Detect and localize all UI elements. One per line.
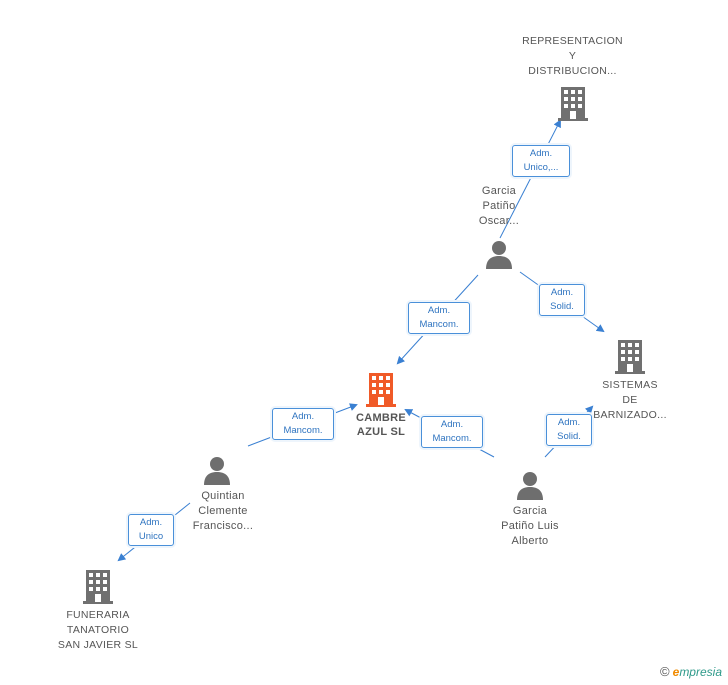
edge-badge-oscar-sistemas[interactable]: Adm. Solid. bbox=[539, 284, 585, 316]
building-icon bbox=[83, 570, 113, 604]
edge-badge-luis-cambre[interactable]: Adm. Mancom. bbox=[421, 416, 483, 448]
main-company-node-cambre[interactable]: CAMBRE AZUL SL bbox=[345, 373, 417, 439]
person-icon bbox=[517, 472, 543, 500]
edge-badge-quintian-funeraria[interactable]: Adm. Unico bbox=[128, 514, 174, 546]
edge-badge-quintian-cambre[interactable]: Adm. Mancom. bbox=[272, 408, 334, 440]
person-label: Quintian Clemente Francisco... bbox=[192, 490, 254, 532]
edge-badge-luis-sistemas[interactable]: Adm. Solid. bbox=[546, 414, 592, 446]
edge-badge-oscar-representacion[interactable]: Adm. Unico,... bbox=[512, 145, 570, 177]
company-label: FUNERARIA TANATORIO SAN JAVIER SL bbox=[57, 609, 139, 651]
person-node-quintian[interactable]: Quintian Clemente Francisco... bbox=[172, 455, 262, 534]
person-label: Garcia Patiño Luis Alberto bbox=[501, 505, 559, 547]
brand-name: mpresia bbox=[679, 665, 722, 679]
person-label: Garcia Patiño Oscar... bbox=[478, 185, 520, 227]
building-icon bbox=[366, 373, 396, 407]
main-company-label: CAMBRE AZUL SL bbox=[355, 412, 407, 438]
brand-footer: ©empresia bbox=[660, 664, 722, 679]
company-label: REPRESENTACION Y DISTRIBUCION... bbox=[522, 35, 623, 77]
person-node-garcia-luis[interactable]: Garcia Patiño Luis Alberto bbox=[485, 470, 575, 549]
edge-badge-oscar-cambre[interactable]: Adm. Mancom. bbox=[408, 302, 470, 334]
company-node-sistemas[interactable]: SISTEMAS DE BARNIZADO... bbox=[580, 340, 680, 423]
person-icon bbox=[486, 241, 512, 269]
building-icon bbox=[615, 340, 645, 374]
person-node-garcia-oscar[interactable]: Garcia Patiño Oscar... bbox=[460, 184, 538, 269]
building-icon bbox=[557, 87, 588, 121]
brand-initial: e bbox=[672, 665, 680, 679]
person-icon bbox=[204, 457, 230, 485]
company-node-representacion[interactable]: REPRESENTACION Y DISTRIBUCION... bbox=[505, 34, 640, 121]
link-oscar-representacion bbox=[499, 119, 561, 239]
company-node-funeraria[interactable]: FUNERARIA TANATORIO SAN JAVIER SL bbox=[48, 570, 148, 653]
company-label: SISTEMAS DE BARNIZADO... bbox=[593, 379, 667, 421]
copyright-icon: © bbox=[660, 664, 670, 679]
